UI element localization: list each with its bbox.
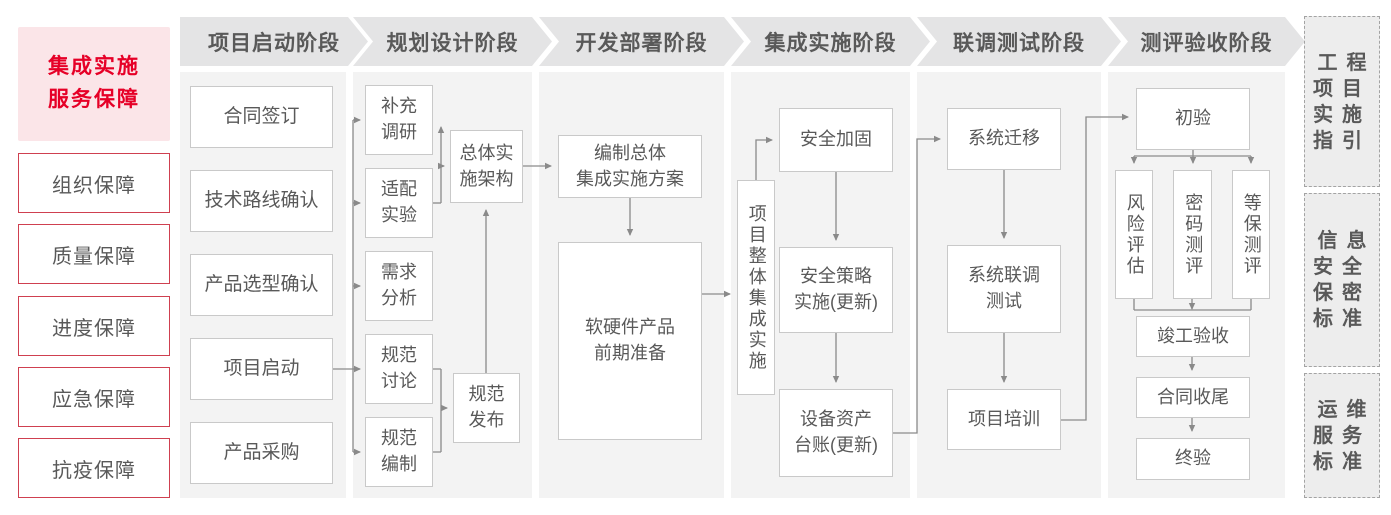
sidebar-item-organization: 组织保障 <box>18 153 170 213</box>
node-spec-drafting: 规范 编制 <box>365 417 433 487</box>
node-initial-acceptance: 初验 <box>1136 88 1250 150</box>
standard-om-service: 运维 服务 标准 <box>1304 373 1380 498</box>
node-tech-route-confirm: 技术路线确认 <box>190 170 333 232</box>
node-final-acceptance: 终验 <box>1136 438 1250 480</box>
node-completion-acceptance: 竣工验收 <box>1136 316 1250 357</box>
standard-project-implementation-guide: 工程 项目 实施 指引 <box>1304 16 1380 187</box>
node-joint-debug-test: 系统联调 测试 <box>947 245 1061 333</box>
node-adaptation-test: 适配 实验 <box>365 168 433 238</box>
phase-header-integration-impl: 集成实施阶段 <box>731 17 930 66</box>
node-product-procurement: 产品采购 <box>190 422 333 484</box>
sidebar-item-epidemic: 抗疫保障 <box>18 438 170 498</box>
phase-header-planning-design: 规划设计阶段 <box>353 17 552 66</box>
sidebar-item-schedule: 进度保障 <box>18 296 170 356</box>
phase-header-evaluation-acceptance: 测评验收阶段 <box>1108 17 1305 66</box>
node-supplementary-research: 补充 调研 <box>365 85 433 155</box>
phase-header-kickoff: 项目启动阶段 <box>180 17 368 66</box>
node-security-policy-impl: 安全策略 实施(更新) <box>779 247 893 333</box>
sidebar-item-quality: 质量保障 <box>18 224 170 284</box>
node-overall-integration-impl: 项目整体集成实施 <box>737 180 775 395</box>
node-project-training: 项目培训 <box>947 389 1061 450</box>
node-product-selection-confirm: 产品选型确认 <box>190 254 333 316</box>
phase-header-joint-debug-test: 联调测试阶段 <box>917 17 1121 66</box>
node-project-kickoff: 项目启动 <box>190 338 333 400</box>
node-system-migration: 系统迁移 <box>947 108 1061 170</box>
node-classified-protection-eval: 等保测评 <box>1232 170 1270 299</box>
node-overall-impl-architecture: 总体实 施架构 <box>450 130 523 203</box>
sidebar-title: 集成实施 服务保障 <box>18 27 170 141</box>
sidebar-item-emergency: 应急保障 <box>18 367 170 427</box>
node-contract-closure: 合同收尾 <box>1136 377 1250 418</box>
phase-header-develop-deploy: 开发部署阶段 <box>539 17 744 66</box>
node-security-hardening: 安全加固 <box>779 108 893 172</box>
standard-infosec-confidentiality: 信息 安全 保密 标准 <box>1304 193 1380 367</box>
node-spec-discussion: 规范 讨论 <box>365 334 433 404</box>
node-compile-overall-plan: 编制总体 集成实施方案 <box>558 135 702 198</box>
node-hw-sw-preparation: 软硬件产品 前期准备 <box>558 242 702 440</box>
node-asset-ledger: 设备资产 台账(更新) <box>779 389 893 477</box>
node-crypto-evaluation: 密码测评 <box>1173 170 1212 299</box>
node-requirement-analysis: 需求 分析 <box>365 251 433 321</box>
node-contract-signing: 合同签订 <box>190 86 333 148</box>
node-spec-release: 规范 发布 <box>453 373 520 443</box>
node-risk-assessment: 风险评估 <box>1115 170 1153 299</box>
